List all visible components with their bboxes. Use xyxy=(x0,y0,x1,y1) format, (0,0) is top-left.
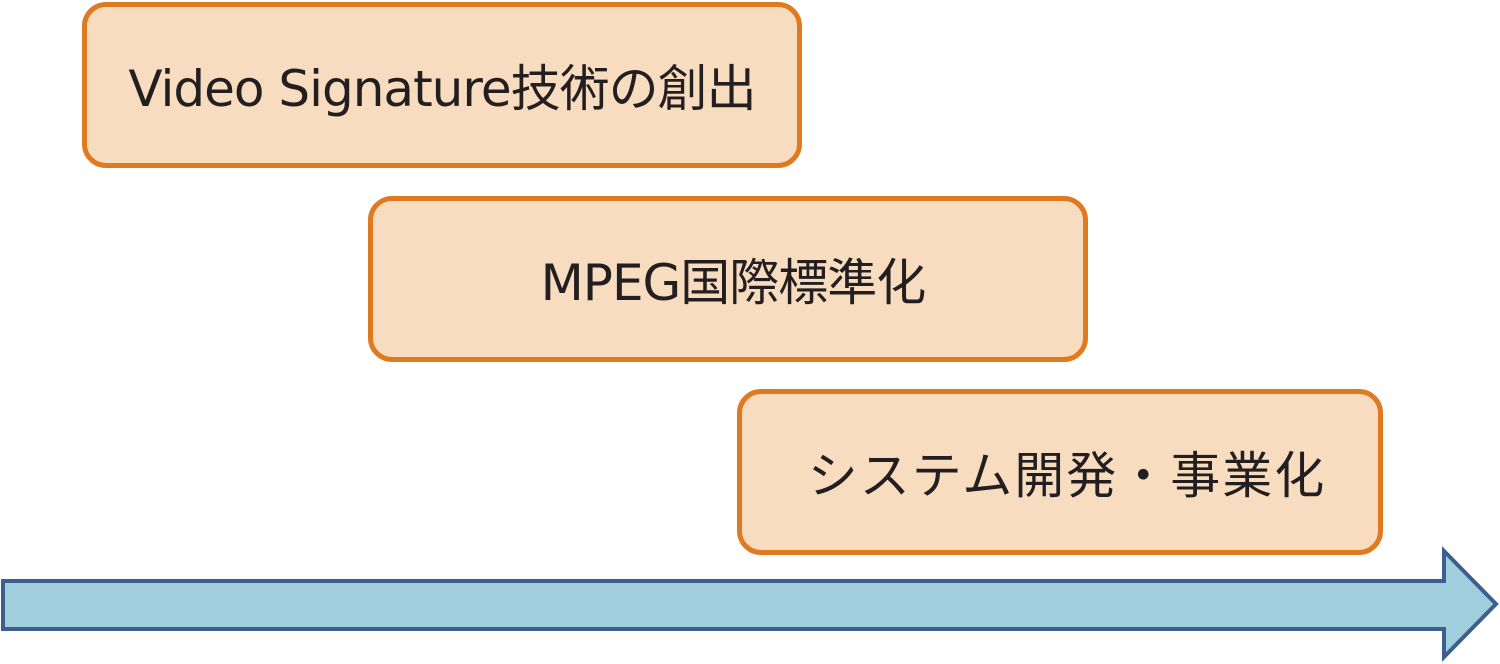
stage-box-system-development: システム開発・事業化 xyxy=(737,389,1383,555)
stage-box-mpeg-standardization: MPEG国際標準化 xyxy=(368,196,1088,362)
stage-label: システム開発・事業化 xyxy=(807,447,1327,505)
timeline-arrow-icon xyxy=(1,546,1499,662)
timeline-arrow-shape xyxy=(1,546,1499,662)
stage-label: MPEG国際標準化 xyxy=(540,254,927,312)
stage-box-signature-creation: Video Signature技術の創出 xyxy=(82,2,802,168)
stage-label: Video Signature技術の創出 xyxy=(128,60,756,118)
